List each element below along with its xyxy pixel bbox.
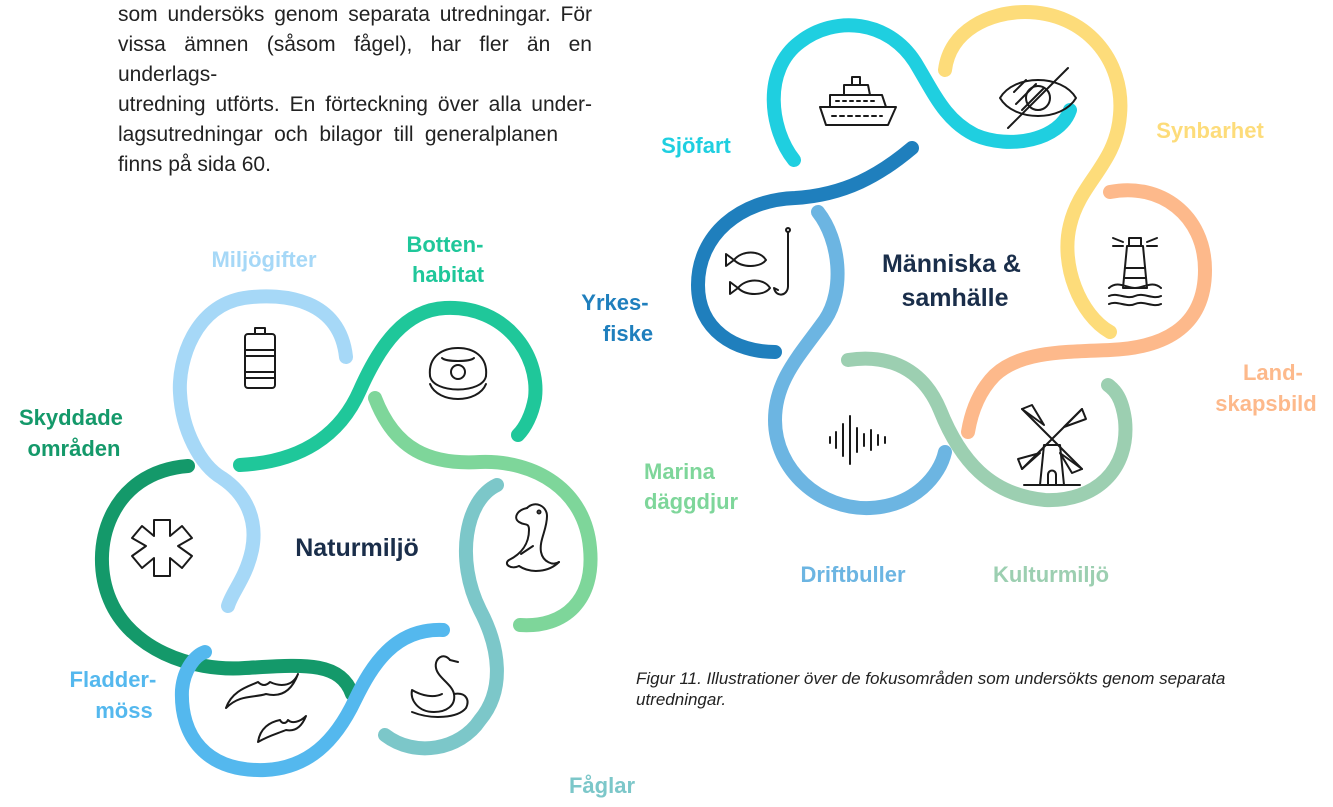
arc-sjofart bbox=[766, 18, 1077, 167]
bat-icon bbox=[225, 673, 307, 743]
label-line: fiske bbox=[603, 321, 653, 346]
label-bottenhabitat: Botten- habitat bbox=[406, 232, 489, 287]
intro-line: utredning utförts. En förteckning över a… bbox=[118, 93, 592, 116]
label-fladdermoss: Fladder- möss bbox=[70, 667, 163, 723]
label-line: Driftbuller bbox=[800, 562, 906, 587]
label-driftbuller: Driftbuller bbox=[800, 562, 906, 587]
label-line: skapsbild bbox=[1215, 391, 1316, 416]
sound-wave-icon bbox=[829, 415, 886, 465]
center-label-line: Människa & bbox=[882, 250, 1021, 278]
label-synbarhet: Synbarhet bbox=[1156, 118, 1264, 143]
intro-line: lagsutredningar och bilagor till general… bbox=[118, 123, 558, 146]
label-kulturmiljo: Kulturmiljö bbox=[993, 562, 1109, 587]
windmill-icon bbox=[1017, 404, 1087, 486]
intro-line: som undersöks genom separata utredningar… bbox=[118, 3, 592, 26]
seal-icon bbox=[505, 503, 560, 572]
label-line: Kulturmiljö bbox=[993, 562, 1109, 587]
intro-line: finns på sida 60. bbox=[118, 153, 271, 176]
label-line: Sjöfart bbox=[661, 133, 731, 158]
figure-caption: Figur 11. Illustrationer över de fokusom… bbox=[636, 669, 1226, 709]
label-line: Fladder- bbox=[70, 667, 157, 692]
arc-kulturmiljo bbox=[841, 351, 1133, 508]
arc-yrkesfiske bbox=[690, 141, 919, 359]
label-line: habitat bbox=[412, 262, 485, 287]
ship-icon bbox=[819, 76, 897, 126]
manniska-samhalle-ring: Sjöfart Synbarhet Land- skapsbild Kultur… bbox=[581, 4, 1317, 587]
fish-hook-icon bbox=[725, 227, 791, 296]
center-label-naturmiljo: Naturmiljö bbox=[295, 534, 419, 562]
arc-driftbuller bbox=[767, 205, 952, 516]
arc-faglar bbox=[378, 478, 504, 756]
label-skyddade-omraden: Skyddade områden bbox=[19, 405, 129, 461]
arc-bottenhabitat bbox=[233, 300, 543, 472]
label-line: områden bbox=[28, 436, 121, 461]
label-line: Skyddade bbox=[19, 405, 123, 430]
label-line: Synbarhet bbox=[1156, 118, 1264, 143]
arc-marina-daggdjur bbox=[368, 391, 598, 633]
label-miljogifter: Miljögifter bbox=[211, 247, 317, 272]
intro-paragraph: som undersöks genom separata utredningar… bbox=[118, 0, 592, 180]
eye-crossed-icon bbox=[999, 67, 1077, 129]
swan-icon bbox=[410, 655, 469, 718]
arc-landskapsbild bbox=[961, 183, 1213, 439]
protected-area-icon bbox=[131, 519, 193, 577]
label-sjofart: Sjöfart bbox=[661, 133, 731, 158]
naturmiljo-ring: Miljögifter Botten- habitat Marina däggd… bbox=[19, 232, 739, 798]
label-line: däggdjur bbox=[644, 489, 739, 514]
arc-miljogifter bbox=[172, 289, 353, 613]
label-line: Miljögifter bbox=[211, 247, 317, 272]
label-line: Yrkes- bbox=[581, 290, 648, 315]
label-line: Marina bbox=[644, 459, 716, 484]
label-line: Land- bbox=[1243, 360, 1303, 385]
oil-barrel-icon bbox=[244, 327, 276, 389]
center-label-manniska-samhalle: Människa & samhälle bbox=[882, 250, 1028, 312]
label-line: möss bbox=[95, 698, 152, 723]
lighthouse-icon bbox=[1108, 237, 1162, 307]
arc-skyddade-omraden bbox=[95, 459, 359, 701]
shell-pearl-icon bbox=[428, 347, 488, 400]
label-faglar: Fåglar bbox=[569, 773, 635, 798]
intro-line: vissa ämnen (såsom fågel), har fler än e… bbox=[118, 33, 592, 86]
arc-synbarhet bbox=[938, 4, 1128, 339]
label-line: Botten- bbox=[406, 232, 483, 257]
arc-fladdermoss bbox=[174, 622, 450, 778]
label-landskapsbild: Land- skapsbild bbox=[1215, 360, 1316, 416]
label-marina-daggdjur: Marina däggdjur bbox=[644, 459, 739, 514]
label-yrkesfiske: Yrkes- fiske bbox=[581, 290, 654, 346]
center-label-line: samhälle bbox=[901, 284, 1008, 312]
label-line: Fåglar bbox=[569, 773, 635, 798]
